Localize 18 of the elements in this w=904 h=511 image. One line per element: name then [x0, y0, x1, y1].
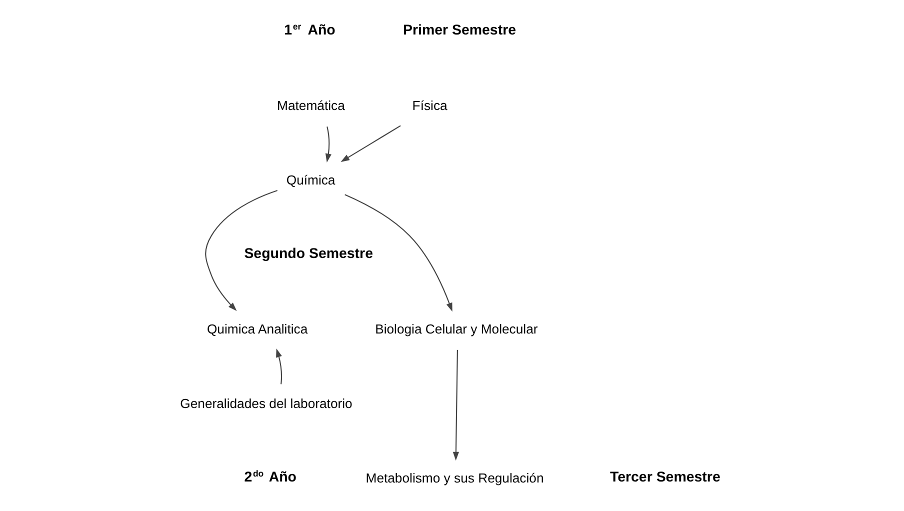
label: 1$^{er}$ Año [284, 22, 336, 39]
node-text: Generalidades del laboratorio [180, 396, 352, 411]
label: Primer Semestre [402, 22, 516, 39]
node-text: Matemática [277, 98, 345, 113]
label: Tercer Semestre [610, 470, 720, 486]
arrow [452, 350, 460, 461]
node-text: Física [412, 98, 448, 113]
label: Segundo Semestre [244, 246, 373, 262]
arrow [340, 125, 401, 162]
arrow [276, 348, 282, 384]
arrow [205, 190, 278, 312]
node-text: Biologia Celular y Molecular [375, 321, 538, 336]
label: 2$^{do}$ Año [244, 468, 296, 486]
node-text: Quimica Analitica [206, 321, 308, 336]
node-text: Química [286, 172, 336, 188]
node-text: Metabolismo y sus Regulación [366, 470, 544, 486]
arrow [325, 126, 332, 162]
arrow [344, 194, 452, 312]
